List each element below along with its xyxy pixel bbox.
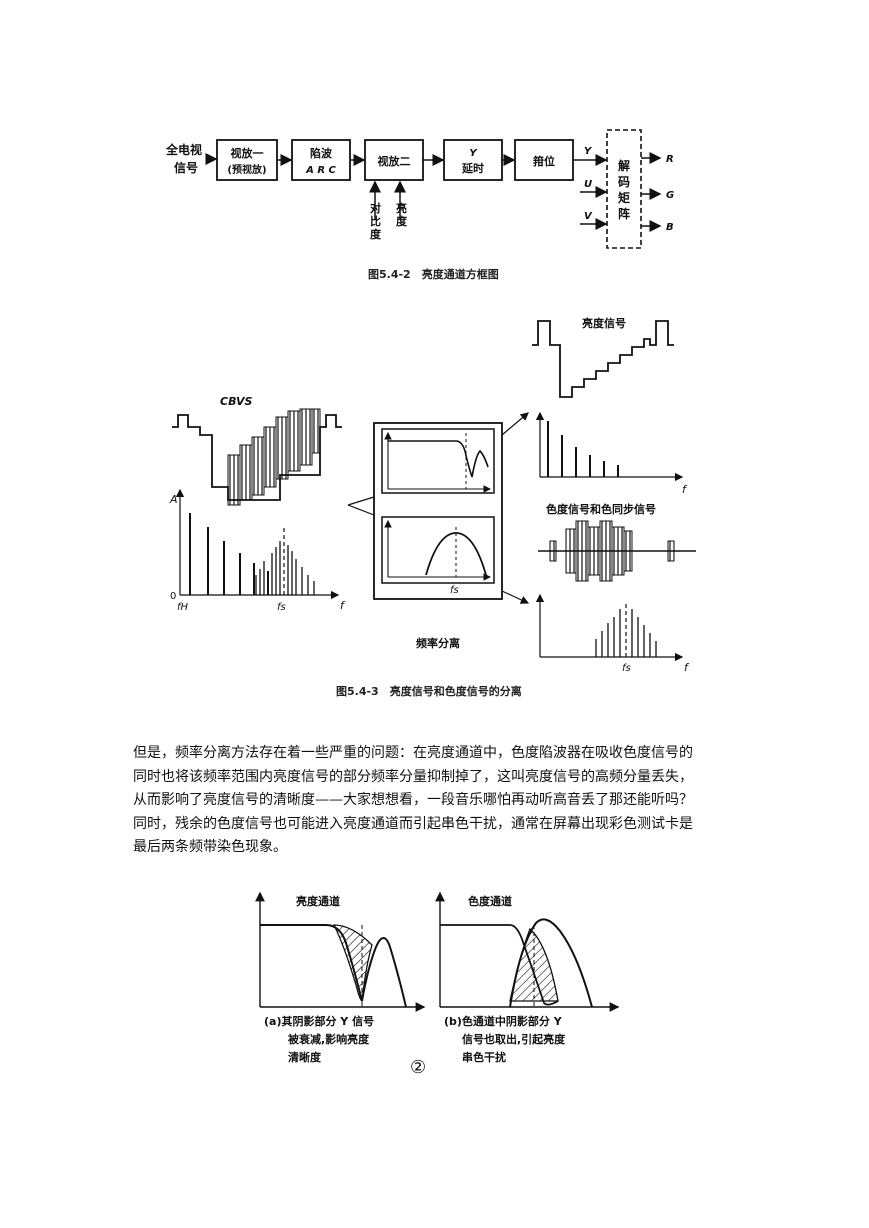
- left-caption-line3: 清晰度: [288, 1050, 322, 1064]
- y-signal-label: Y: [584, 146, 593, 157]
- block-y-delay-line1: Y: [469, 148, 478, 159]
- paragraph-line-3: 从而影响了亮度信号的清晰度——大家想想看，一段音乐哪怕再动听高音丢了那还能听吗？: [133, 792, 693, 808]
- luma-attenuated-region: [332, 924, 373, 1002]
- brightness-label: 亮度: [396, 201, 408, 228]
- v-signal-label: V: [584, 211, 593, 222]
- notch-filter-box: [381, 428, 495, 494]
- luma-response-on-chroma: [440, 924, 559, 1006]
- right-caption-line3: 串色干扰: [462, 1050, 506, 1064]
- bandpass-filter-box: [381, 516, 495, 584]
- fh-label: fH: [177, 602, 189, 613]
- body-paragraph: 但是，频率分离方法存在着一些严重的问题：在亮度通道中，色度陷波器在吸收色度信号的…: [133, 742, 753, 860]
- channel-response-figure: 亮度通道 色度通道 (a)其阴影部分 Y 信号 被衰减,影响亮度 清晰度 (b)…: [248, 885, 628, 1080]
- block-y-delay-line2: 延时: [461, 161, 484, 175]
- luma-channel-block-diagram: 全电视 信号 视放一 (预视放) 陷波 A R C 视放二 对比度 亮度 Y 延…: [160, 120, 700, 295]
- fs-label-right: fs: [622, 663, 631, 674]
- luma-response-curve: [260, 924, 407, 1008]
- output-b: B: [666, 222, 674, 233]
- chroma-signal-bursts: [549, 520, 675, 582]
- f-axis-label-chroma: f: [684, 661, 690, 674]
- contrast-label: 对比度: [370, 201, 382, 241]
- block-clamp-label: 箝位: [533, 154, 555, 168]
- block-preamp-line1: 视放一: [231, 146, 264, 160]
- luma-spectrum-lines-right: [547, 421, 619, 477]
- f-axis-label-luma: f: [682, 483, 688, 496]
- input-label-line1: 全电视: [165, 142, 202, 157]
- left-caption-line2: 被衰减,影响亮度: [288, 1032, 370, 1046]
- block-trap-line1: 陷波: [310, 146, 333, 160]
- decoder-matrix: [606, 129, 642, 249]
- chroma-channel-title: 色度通道: [468, 894, 512, 908]
- paragraph-line-1: 但是，频率分离方法存在着一些严重的问题：在亮度通道中，色度陷波器在吸收色度信号的: [133, 745, 693, 761]
- filter-unit-box: [373, 422, 503, 600]
- output-g: G: [666, 190, 674, 201]
- notch-filter-curve: [388, 440, 489, 478]
- output-r: R: [666, 154, 674, 165]
- chroma-bandpass-curve: [509, 918, 593, 1008]
- chroma-spectrum-lines-left: [255, 541, 315, 595]
- cbvs-chroma-bursts: [227, 408, 321, 506]
- block-trap-line2: A R C: [305, 165, 336, 176]
- luma-spectrum-lines-left: [189, 513, 269, 595]
- fs-label-filter: fs: [450, 585, 459, 596]
- paragraph-line-2: 同时也将该频率范围内亮度信号的部分频率分量抑制掉了，这叫亮度信号的高频分量丢失，: [133, 768, 693, 785]
- block-preamp-line2: (预视放): [227, 163, 266, 176]
- paragraph-line-4: 同时，残余的色度信号也可能进入亮度通道而引起串色干扰，通常在屏幕出现彩色测试卡是: [133, 815, 693, 832]
- right-caption-line1: (b)色通道中阴影部分 Y: [444, 1014, 563, 1028]
- chroma-spectrum-lines-right: [595, 609, 657, 657]
- left-caption-line1: (a)其阴影部分 Y 信号: [264, 1014, 374, 1028]
- block-video-amp2-label: 视放二: [378, 154, 411, 168]
- chroma-signal-label: 色度信号和色同步信号: [546, 502, 656, 516]
- luma-signal-label: 亮度信号: [582, 316, 626, 330]
- origin-label: 0: [170, 591, 176, 602]
- decoder-matrix-label: 解码矩阵: [617, 158, 630, 221]
- f-axis-label-left: f: [340, 599, 346, 612]
- luma-staircase-waveform: [532, 320, 674, 398]
- frequency-separation-label: 频率分离: [416, 636, 460, 650]
- luma-chroma-separation-figure: CBVS A 0 fH fs f: [160, 305, 700, 675]
- input-label-line2: 信号: [174, 160, 198, 175]
- fs-label-left: fs: [277, 602, 286, 613]
- luma-channel-title: 亮度通道: [296, 894, 340, 908]
- amplitude-axis-label: A: [169, 493, 178, 506]
- right-caption-line2: 信号也取出,引起亮度: [462, 1032, 566, 1046]
- u-signal-label: U: [584, 179, 592, 190]
- cbvs-label: CBVS: [220, 395, 253, 408]
- paragraph-line-5: 最后两条频带染色现象。: [133, 839, 287, 855]
- figure2-caption: 图5.4-3 亮度信号和色度信号的分离: [336, 685, 522, 698]
- figure1-caption: 图5.4-2 亮度通道方框图: [368, 268, 499, 281]
- circled-number: ②: [410, 1057, 426, 1078]
